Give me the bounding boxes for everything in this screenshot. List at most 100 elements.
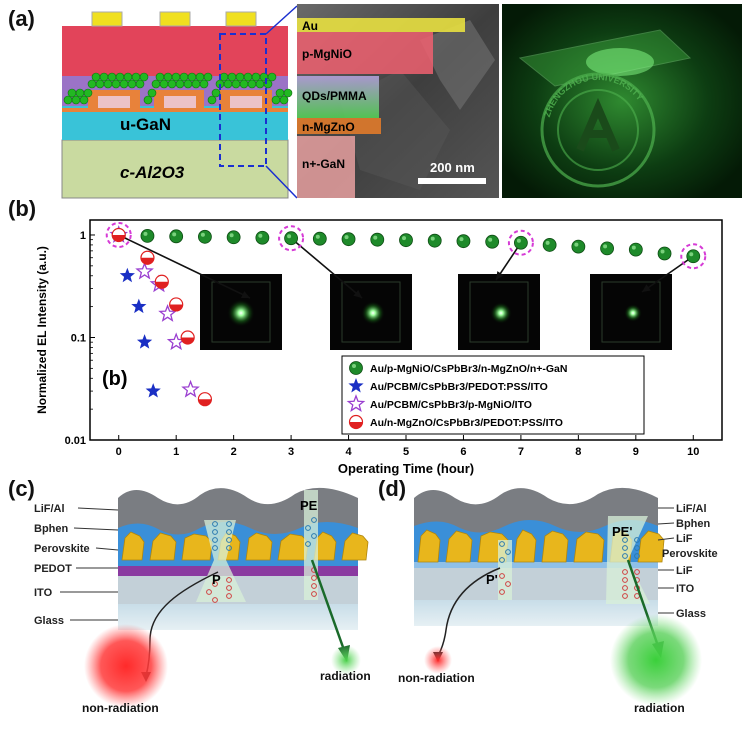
y-tick-label: 0.01 <box>65 435 86 447</box>
layer-label-ito: ITO <box>676 583 695 595</box>
data-point-series-0-highlight <box>315 234 320 239</box>
inset-frame <box>341 281 401 343</box>
university-seal-inner <box>557 89 639 171</box>
charge-dot <box>226 585 232 591</box>
x-tick-label: 7 <box>518 446 524 458</box>
data-point-series-1 <box>119 267 135 283</box>
quantum-dot <box>275 88 285 98</box>
quantum-dot <box>87 79 97 89</box>
au-electrode <box>159 11 191 27</box>
charge-dot <box>505 581 511 587</box>
charge-dot <box>622 537 628 543</box>
perovskite-grain <box>417 529 441 563</box>
quantum-dot <box>199 79 209 89</box>
ridge-core <box>230 96 262 108</box>
charge-dot <box>622 577 628 583</box>
highlight-ring <box>278 225 305 252</box>
data-point-series-0 <box>169 229 184 244</box>
charge-dot <box>305 525 311 531</box>
charge-dot <box>499 541 505 547</box>
data-point-series-3-fill <box>140 257 154 265</box>
perovskite-grain <box>637 530 665 563</box>
x-axis-label: Operating Time (hour) <box>338 461 474 476</box>
quantum-dot <box>247 79 257 89</box>
data-point-series-0 <box>514 235 528 250</box>
layer-label-bphen: Bphen <box>34 523 69 535</box>
quantum-dot <box>171 72 181 82</box>
data-point-series-2 <box>181 379 200 398</box>
red-glow-nonradiation <box>84 624 168 708</box>
data-point-series-0 <box>456 234 471 249</box>
legend: Au/p-MgNiO/CsPbBr3/n-MgZnO/n+-GaNAu/PCBM… <box>341 355 645 435</box>
x-tick-label: 8 <box>575 446 581 458</box>
charge-dot <box>622 545 628 551</box>
data-point-series-0 <box>686 249 701 264</box>
exciton-cone <box>196 520 246 602</box>
charge-dot <box>634 545 640 551</box>
panel-a-label: (a) <box>8 6 35 31</box>
label-p: P <box>212 572 221 587</box>
quantum-dot <box>155 72 165 82</box>
label-radiation: radiation <box>320 669 371 683</box>
quantum-dot <box>115 72 125 82</box>
x-tick-label: 10 <box>687 446 699 458</box>
x-tick-label: 2 <box>231 446 237 458</box>
quantum-dot <box>107 72 117 82</box>
highlight-rings <box>105 221 707 270</box>
layer-label-glass: Glass <box>34 615 64 627</box>
data-point-series-0-highlight <box>488 237 493 242</box>
quantum-dot <box>283 88 293 98</box>
data-point-series-2 <box>158 304 177 322</box>
perovskite-grain <box>121 531 145 561</box>
charge-dot <box>622 553 628 559</box>
sem-au-layer <box>297 18 465 32</box>
quantum-dot <box>67 88 77 98</box>
charge-dot <box>212 581 218 587</box>
label-non-radiation: non-radiation <box>82 701 159 715</box>
data-point-series-0-highlight <box>574 242 579 247</box>
glass-layer <box>118 604 358 630</box>
substrate-label: c-Al2O3 <box>120 163 185 182</box>
inset-photos <box>200 274 672 350</box>
x-tick-label: 5 <box>403 446 409 458</box>
charge-dot <box>634 553 640 559</box>
data-point-series-0-highlight <box>402 236 406 241</box>
data-point-series-0-highlight <box>545 240 550 245</box>
u-gan-label: u-GaN <box>120 115 171 134</box>
ridge-core <box>164 96 196 108</box>
quantum-dot <box>127 79 137 89</box>
data-point-series-0-highlight <box>516 238 521 243</box>
layer-label-glass: Glass <box>676 608 706 620</box>
data-point-series-0 <box>341 232 356 247</box>
pointer-arrowhead <box>642 284 651 292</box>
legend-box <box>341 355 645 435</box>
charge-dot <box>505 549 511 555</box>
quantum-dot <box>143 95 153 105</box>
data-markers <box>109 225 701 407</box>
data-point-series-0-highlight <box>143 231 148 236</box>
green-glow-radiation <box>610 614 702 706</box>
perovskite-grain <box>541 530 569 563</box>
lif-bottom-layer <box>414 562 658 568</box>
x-tick-label: 0 <box>116 446 122 458</box>
panel-b-label: (b) <box>8 196 37 221</box>
red-glow-nonradiation <box>424 646 452 674</box>
exciton-column <box>498 540 512 600</box>
y-axis-ticks: 10.10.01 <box>65 230 95 447</box>
charge-dot <box>212 545 218 551</box>
data-point-series-0 <box>198 229 212 244</box>
quantum-dot <box>131 72 141 82</box>
inset-frame <box>469 281 529 343</box>
layer-label-lifal: LiF/Al <box>34 503 65 515</box>
panel-d-schematic: LiF/Al Bphen LiF Perovskite LiF ITO Glas… <box>398 487 718 715</box>
data-point-series-0 <box>255 230 270 245</box>
charge-dot <box>311 591 317 597</box>
label-p-prime: P' <box>486 572 498 587</box>
quantum-dot <box>179 72 189 82</box>
quantum-dot <box>159 79 169 89</box>
quantum-dot <box>167 79 177 89</box>
perovskite-grain <box>149 532 177 561</box>
legend-marker-2 <box>346 394 366 412</box>
scale-bar <box>418 178 486 184</box>
